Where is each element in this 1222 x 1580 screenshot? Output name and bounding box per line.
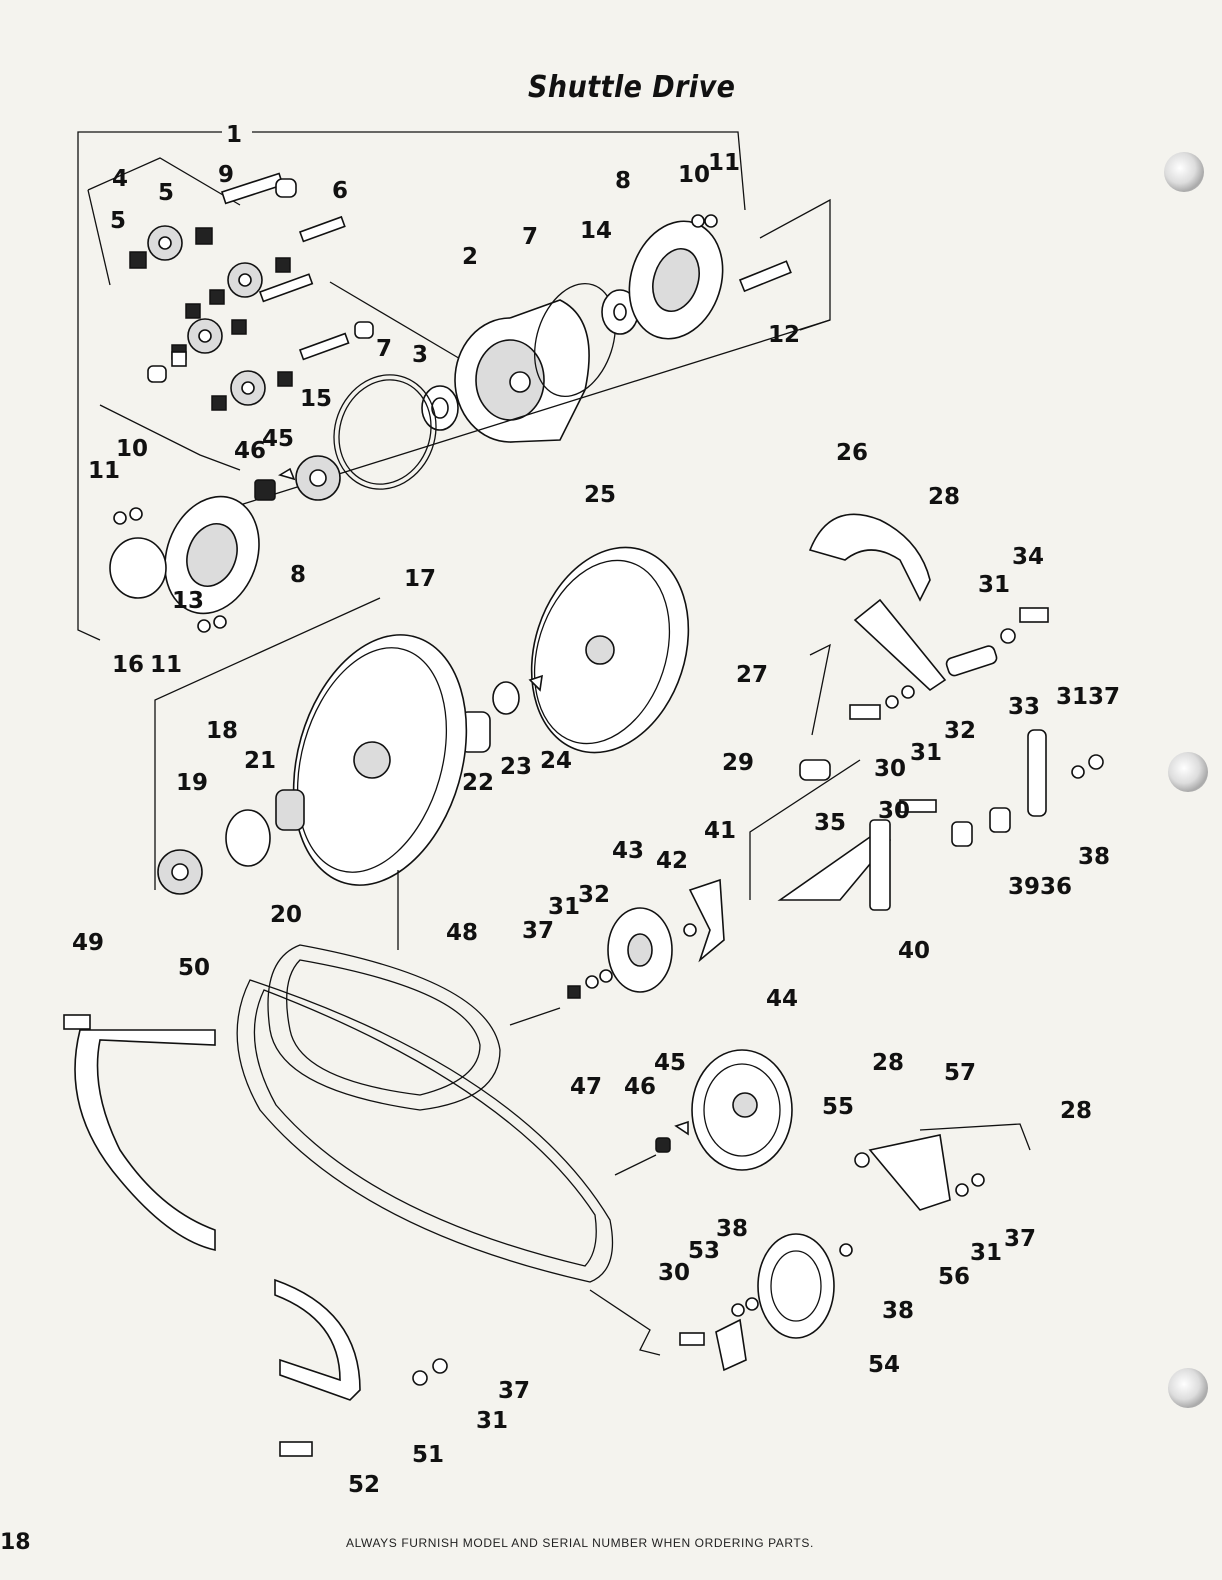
callout-label-27: 27	[736, 662, 768, 688]
callout-label-5: 5	[110, 208, 126, 234]
callout-label-31: 31	[910, 740, 942, 766]
callout-label-17: 17	[404, 566, 436, 592]
callout-label-8: 8	[290, 562, 306, 588]
callout-label-2: 2	[462, 244, 478, 270]
callout-label-37: 37	[498, 1378, 530, 1404]
callout-label-29: 29	[722, 750, 754, 776]
callout-label-19: 19	[176, 770, 208, 796]
callout-label-51: 51	[412, 1442, 444, 1468]
callout-label-8: 8	[615, 168, 631, 194]
callout-label-44: 44	[766, 986, 798, 1012]
callout-label-46: 46	[234, 438, 266, 464]
binder-hole-bottom	[1168, 1368, 1208, 1408]
callout-label-37: 37	[522, 918, 554, 944]
callout-label-11: 11	[708, 150, 740, 176]
page-number: 18	[0, 1530, 31, 1555]
planetary-gear-set	[87, 157, 463, 471]
callout-label-31: 31	[1056, 684, 1088, 710]
callout-label-47: 47	[570, 1074, 602, 1100]
callout-label-37: 37	[1004, 1226, 1036, 1252]
callout-label-26: 26	[836, 440, 868, 466]
callout-label-33: 33	[1008, 694, 1040, 720]
callout-label-22: 22	[462, 770, 494, 796]
drive-pulley-18	[292, 634, 468, 886]
callout-label-42: 42	[656, 848, 688, 874]
callout-label-21: 21	[244, 748, 276, 774]
callout-label-11: 11	[150, 652, 182, 678]
callout-label-32: 32	[944, 718, 976, 744]
page-title: Shuttle Drive	[528, 70, 736, 105]
callout-label-18: 18	[206, 718, 238, 744]
callout-label-31: 31	[548, 894, 580, 920]
callout-label-32: 32	[578, 882, 610, 908]
callout-label-15: 15	[300, 386, 332, 412]
callout-label-36: 36	[1040, 874, 1072, 900]
callout-label-10: 10	[116, 436, 148, 462]
callout-label-10: 10	[678, 162, 710, 188]
callout-label-49: 49	[72, 930, 104, 956]
callout-label-16: 16	[112, 652, 144, 678]
callout-label-28: 28	[872, 1050, 904, 1076]
callout-label-41: 41	[704, 818, 736, 844]
binder-hole-top	[1164, 152, 1204, 192]
callout-label-12: 12	[768, 322, 800, 348]
callout-label-23: 23	[500, 754, 532, 780]
callout-label-31: 31	[476, 1408, 508, 1434]
callout-label-54: 54	[868, 1352, 900, 1378]
callout-label-50: 50	[178, 955, 210, 981]
callout-label-40: 40	[898, 938, 930, 964]
callout-label-56: 56	[938, 1264, 970, 1290]
callout-label-45: 45	[654, 1050, 686, 1076]
binder-hole-middle	[1168, 752, 1208, 792]
callout-label-11: 11	[88, 458, 120, 484]
callout-label-52: 52	[348, 1472, 380, 1498]
callout-label-20: 20	[270, 902, 302, 928]
callout-label-30: 30	[878, 798, 910, 824]
callout-label-53: 53	[688, 1238, 720, 1264]
callout-label-7: 7	[522, 224, 538, 250]
callout-label-3: 3	[412, 342, 428, 368]
callout-label-31: 31	[978, 572, 1010, 598]
callout-label-25: 25	[584, 482, 616, 508]
callout-label-48: 48	[446, 920, 478, 946]
callout-label-45: 45	[262, 426, 294, 452]
callout-label-14: 14	[580, 218, 612, 244]
callout-label-34: 34	[1012, 544, 1044, 570]
callout-label-57: 57	[944, 1060, 976, 1086]
callout-label-7: 7	[376, 336, 392, 362]
callout-label-4: 4	[112, 166, 128, 192]
callout-label-38: 38	[1078, 844, 1110, 870]
callout-label-43: 43	[612, 838, 644, 864]
callout-label-9: 9	[218, 162, 234, 188]
callout-label-38: 38	[716, 1216, 748, 1242]
callout-label-46: 46	[624, 1074, 656, 1100]
callout-label-30: 30	[658, 1260, 690, 1286]
ordering-note: ALWAYS FURNISH MODEL AND SERIAL NUMBER W…	[346, 1536, 814, 1550]
callout-label-55: 55	[822, 1094, 854, 1120]
large-pulley-25	[530, 546, 690, 754]
callout-label-38: 38	[882, 1298, 914, 1324]
callout-label-37: 37	[1088, 684, 1120, 710]
callout-label-6: 6	[332, 178, 348, 204]
callout-label-1: 1	[226, 122, 242, 148]
callout-label-5: 5	[158, 180, 174, 206]
callout-label-13: 13	[172, 588, 204, 614]
callout-label-24: 24	[540, 748, 572, 774]
callout-label-28: 28	[1060, 1098, 1092, 1124]
callout-label-28: 28	[928, 484, 960, 510]
callout-label-31: 31	[970, 1240, 1002, 1266]
callout-label-39: 39	[1008, 874, 1040, 900]
callout-label-30: 30	[874, 756, 906, 782]
callout-label-35: 35	[814, 810, 846, 836]
shuttle-drum	[454, 299, 590, 443]
